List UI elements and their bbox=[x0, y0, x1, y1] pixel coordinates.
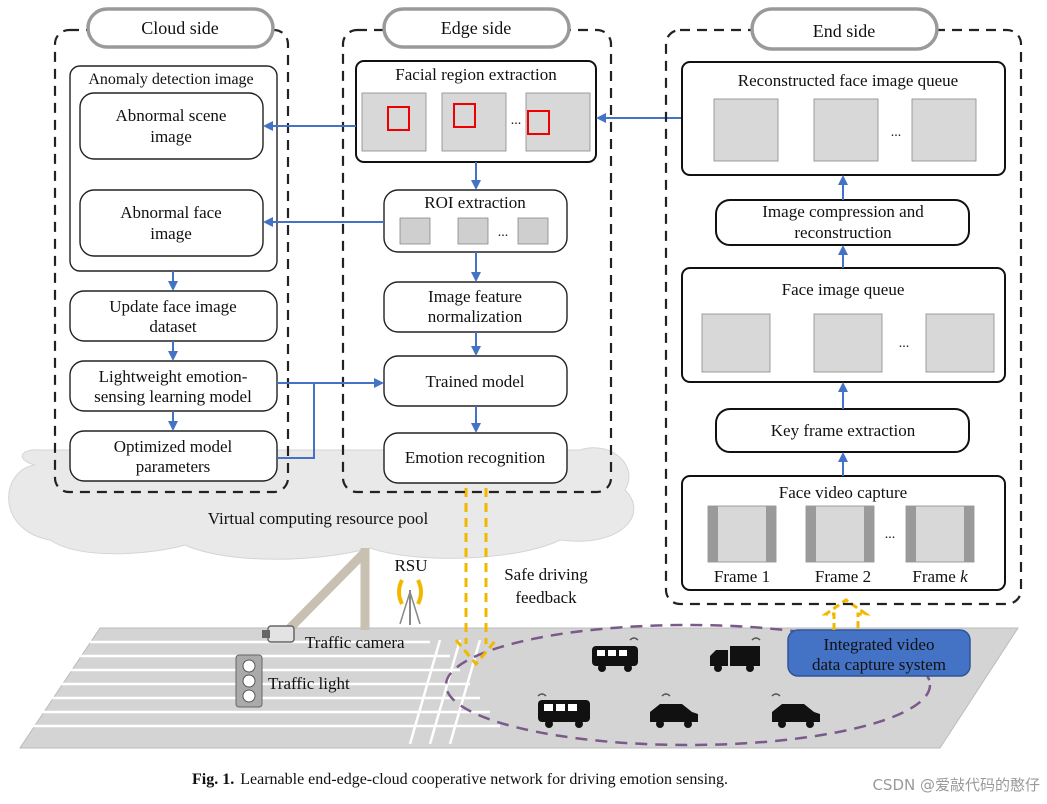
car-icon bbox=[772, 704, 820, 728]
bus-icon bbox=[592, 646, 638, 672]
integrated-line1: Integrated video bbox=[824, 635, 935, 654]
face-queue-dots: ... bbox=[899, 336, 910, 351]
abnormal-scene-box bbox=[79, 92, 264, 160]
upload-arrow bbox=[821, 598, 871, 630]
traffic-camera-label: Traffic camera bbox=[305, 633, 405, 652]
feedback-line2: feedback bbox=[515, 588, 577, 607]
abnormal-face-box bbox=[79, 189, 264, 257]
roi-thumbnails bbox=[399, 217, 549, 245]
bus-icon bbox=[538, 700, 590, 728]
abnormal-scene-line1: Abnormal scene bbox=[116, 106, 227, 125]
normalization-line1: Image feature bbox=[428, 287, 522, 306]
integrated-system-box bbox=[787, 629, 971, 677]
traffic-camera-icon bbox=[262, 625, 295, 643]
cloud-side-title: Cloud side bbox=[141, 18, 219, 38]
truck-icon bbox=[710, 646, 760, 672]
edge-side-pill bbox=[382, 7, 571, 49]
lightweight-model-line2: sensing learning model bbox=[94, 387, 252, 406]
signal-icons bbox=[537, 637, 781, 697]
end-side-title: End side bbox=[813, 21, 876, 41]
feedback-line1: Safe driving bbox=[504, 565, 588, 584]
watermark: CSDN @爱敲代码的憨仔 bbox=[872, 776, 1040, 794]
caption-text: Learnable end-edge-cloud cooperative net… bbox=[240, 771, 728, 788]
compression-line1: Image compression and bbox=[762, 202, 924, 221]
anomaly-detection-title: Anomaly detection image bbox=[88, 71, 253, 88]
edge-side-title: Edge side bbox=[441, 18, 511, 38]
face-queue-thumbnails bbox=[701, 313, 995, 373]
lightweight-model-line1: Lightweight emotion- bbox=[99, 367, 248, 386]
abnormal-face-line1: Abnormal face bbox=[120, 203, 221, 222]
video-capture-title: Face video capture bbox=[779, 483, 907, 502]
update-dataset-line2: dataset bbox=[149, 317, 196, 336]
integrated-line2: data capture system bbox=[812, 655, 946, 674]
frame-k-label: Frame k bbox=[912, 567, 968, 586]
roi-extraction-title: ROI extraction bbox=[424, 193, 526, 212]
arrow-optimized-to-trained bbox=[277, 383, 315, 459]
figure-caption: Fig. 1. Learnable end-edge-cloud cooperat… bbox=[192, 771, 728, 788]
facial-region-title: Facial region extraction bbox=[395, 65, 557, 84]
feedback-arrow bbox=[454, 488, 498, 667]
normalization-line2: normalization bbox=[428, 307, 523, 326]
optimized-parameters-line1: Optimized model bbox=[114, 437, 233, 456]
frame-1-label: Frame 1 bbox=[714, 567, 770, 586]
rsu-label: RSU bbox=[394, 556, 427, 575]
abnormal-scene-line2: image bbox=[150, 127, 192, 146]
frame-k-italic: k bbox=[960, 567, 968, 586]
video-frames bbox=[707, 505, 975, 563]
reconstructed-queue-dots: ... bbox=[891, 125, 902, 140]
emotion-recognition-box bbox=[383, 432, 568, 484]
update-dataset-line1: Update face image bbox=[109, 297, 236, 316]
facial-region-dots: ... bbox=[511, 113, 522, 128]
cloud-side-pill bbox=[86, 7, 275, 49]
video-frames-dots: ... bbox=[885, 527, 896, 542]
frame-2-label: Frame 2 bbox=[815, 567, 871, 586]
end-side-panel bbox=[664, 28, 1023, 606]
emotion-recognition-label: Emotion recognition bbox=[405, 448, 546, 467]
car-icon bbox=[650, 704, 698, 728]
end-side-pill bbox=[750, 7, 939, 51]
road bbox=[19, 627, 1019, 749]
traffic-light-label: Traffic light bbox=[268, 674, 350, 693]
abnormal-face-line2: image bbox=[150, 224, 192, 243]
traffic-pole bbox=[286, 548, 370, 632]
optimized-parameters-line2: parameters bbox=[136, 457, 211, 476]
face-queue-title: Face image queue bbox=[782, 280, 905, 299]
reconstructed-queue-thumbnails bbox=[713, 98, 977, 162]
optimized-parameters-box bbox=[69, 430, 278, 482]
compression-line2: reconstruction bbox=[794, 223, 892, 242]
roi-dots: ... bbox=[498, 225, 509, 240]
resource-pool-label: Virtual computing resource pool bbox=[208, 509, 429, 528]
facial-region-thumbnails bbox=[361, 92, 591, 152]
caption-label: Fig. 1. bbox=[192, 771, 234, 788]
trained-model-label: Trained model bbox=[425, 372, 524, 391]
reconstructed-queue-title: Reconstructed face image queue bbox=[738, 71, 958, 90]
key-frame-label: Key frame extraction bbox=[771, 421, 916, 440]
vehicle-area bbox=[444, 623, 932, 747]
rsu-antenna-icon bbox=[397, 579, 423, 625]
frame-k-prefix: Frame bbox=[912, 567, 960, 586]
traffic-light-icon bbox=[235, 654, 263, 708]
